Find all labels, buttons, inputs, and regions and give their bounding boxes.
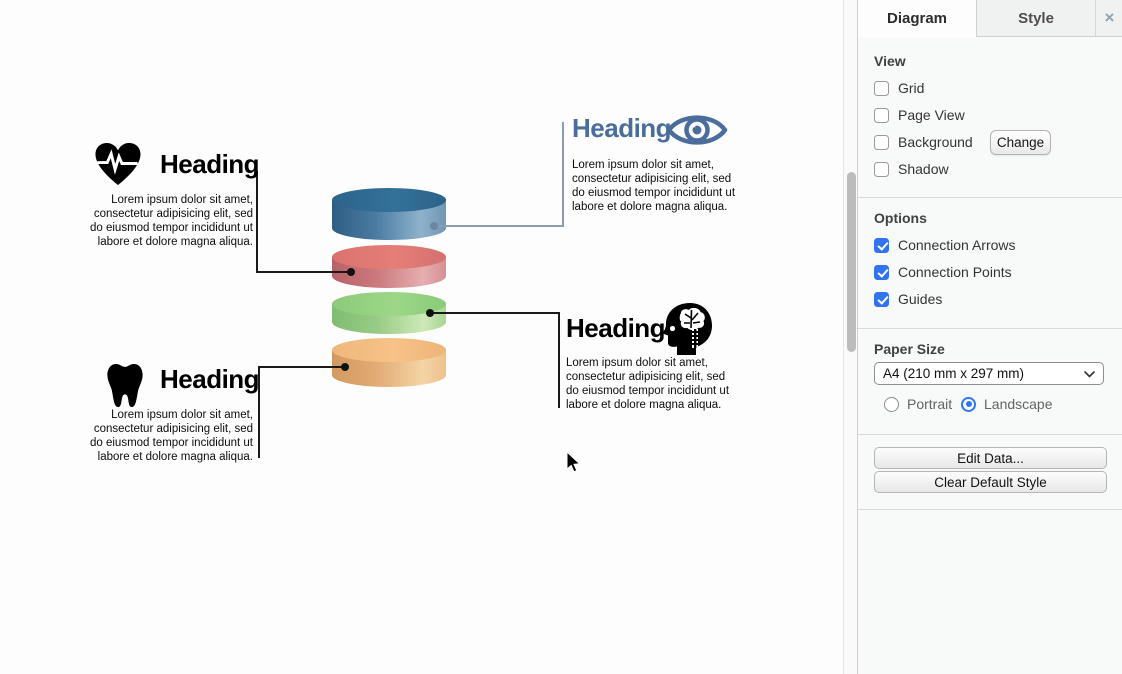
connection-arrows-checkbox[interactable] [874,237,889,253]
connector-blue-endpoint[interactable] [430,222,438,230]
shadow-checkbox-row[interactable]: Shadow [874,160,949,178]
block-paragraph[interactable]: Lorem ipsum dolor sit amet, consectetur … [572,159,736,213]
vertical-scrollbar-thumb[interactable] [846,172,856,352]
connector-blue-vertical[interactable] [562,122,564,227]
clear-default-style-button[interactable]: Clear Default Style [874,471,1107,493]
block-heading[interactable]: Heading [566,313,666,343]
page-view-checkbox-row[interactable]: Page View [874,106,965,124]
tab-diagram[interactable]: Diagram [858,0,977,37]
connection-points-row[interactable]: Connection Points [874,263,1012,281]
guides-label: Guides [898,291,943,307]
vertical-scrollbar-track[interactable] [843,0,857,674]
cylinder-layer-orange[interactable] [332,338,446,387]
background-label: Background [898,134,973,150]
cylinder-layer-red[interactable] [332,245,446,288]
paper-size-select[interactable]: A4 (210 mm x 297 mm) [874,362,1104,385]
head-brain-icon[interactable] [658,301,716,357]
page-view-checkbox[interactable] [874,107,889,123]
connector-green-endpoint[interactable] [426,309,434,317]
connector-red-vertical[interactable] [256,171,258,272]
section-divider [858,509,1122,510]
connector-green-vertical[interactable] [558,312,560,408]
cylinder-top [332,188,446,212]
grid-label: Grid [898,80,925,96]
portrait-radio[interactable] [884,396,899,412]
section-divider [858,328,1122,329]
cylinder-layer-blue[interactable] [332,188,446,240]
paper-size-value: A4 (210 mm x 297 mm) [883,366,1025,381]
change-background-button[interactable]: Change [990,130,1051,155]
landscape-label: Landscape [984,396,1053,412]
connector-blue-horizontal[interactable] [435,225,563,227]
connector-orange-vertical[interactable] [258,366,260,458]
portrait-label: Portrait [907,396,953,412]
block-paragraph[interactable]: Lorem ipsum dolor sit amet, consectetur … [89,409,253,463]
cylinder-top [332,338,446,362]
diagram-canvas[interactable]: Heading Lorem ipsum dolor sit amet, cons… [0,0,843,674]
block-heading[interactable]: Heading [160,364,260,394]
portrait-radio-row[interactable]: Portrait [884,396,952,412]
block-paragraph[interactable]: Lorem ipsum dolor sit amet, consectetur … [89,194,253,248]
chevron-down-icon [1084,366,1095,381]
panel-tabbar: Diagram Style × [858,0,1122,37]
block-heading[interactable]: Heading [160,149,260,179]
guides-row[interactable]: Guides [874,290,942,308]
view-section-title: View [874,53,906,69]
options-section-title: Options [874,210,927,226]
page-view-label: Page View [898,107,965,123]
background-checkbox[interactable] [874,134,889,150]
paper-size-section-title: Paper Size [874,341,945,357]
connection-arrows-row[interactable]: Connection Arrows [874,236,1016,254]
eye-icon[interactable] [666,108,728,152]
connection-points-label: Connection Points [898,264,1012,280]
tab-style[interactable]: Style [977,0,1096,37]
mouse-cursor [566,450,581,474]
connector-orange-horizontal[interactable] [258,366,346,368]
format-panel: Diagram Style × View Grid Page View Back… [857,0,1122,674]
tooth-icon[interactable] [105,362,145,409]
background-checkbox-row[interactable]: Background [874,133,973,151]
connector-red-horizontal[interactable] [256,271,352,273]
block-paragraph[interactable]: Lorem ipsum dolor sit amet, consectetur … [566,357,730,411]
heart-pulse-icon[interactable] [93,142,143,187]
guides-checkbox[interactable] [874,291,889,307]
grid-checkbox-row[interactable]: Grid [874,79,924,97]
block-heading[interactable]: Heading [572,113,672,143]
edit-data-button[interactable]: Edit Data... [874,447,1107,469]
connection-points-checkbox[interactable] [874,264,889,280]
landscape-radio-row[interactable]: Landscape [961,396,1053,412]
shadow-label: Shadow [898,161,949,177]
cylinder-top [332,245,446,269]
section-divider [858,434,1122,435]
close-icon[interactable]: × [1096,0,1122,37]
landscape-radio[interactable] [961,396,976,412]
connector-orange-endpoint[interactable] [341,363,349,371]
section-divider [858,197,1122,198]
connection-arrows-label: Connection Arrows [898,237,1016,253]
connector-green-horizontal[interactable] [430,312,559,314]
shadow-checkbox[interactable] [874,161,889,177]
connector-red-endpoint[interactable] [347,268,355,276]
grid-checkbox[interactable] [874,80,889,96]
